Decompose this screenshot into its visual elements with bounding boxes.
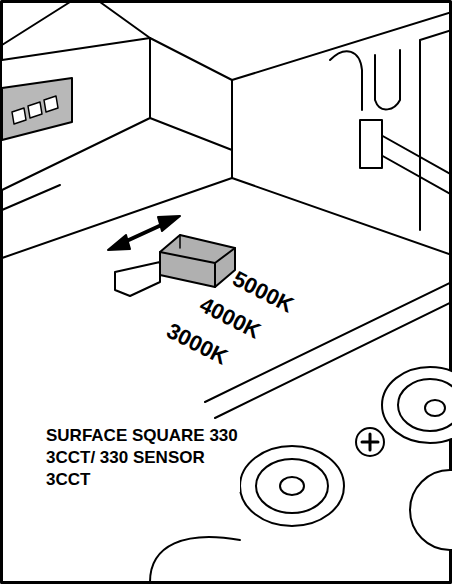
capacitor: [256, 459, 328, 513]
model-label: SURFACE SQUARE 330 3CCT/ 330 SENSOR 3CCT: [44, 424, 240, 492]
component-edge: [150, 537, 240, 582]
double-arrow: [108, 216, 180, 250]
switch-edge: [160, 248, 235, 287]
block-edge: [150, 12, 452, 80]
capacitor: [398, 379, 452, 431]
capacitor: [280, 477, 304, 495]
screw-cross: [362, 434, 378, 450]
capacitor: [382, 367, 452, 443]
unit-edge: [2, 2, 70, 45]
unit-face: [2, 38, 150, 190]
capacitor: [240, 446, 344, 526]
cable: [372, 130, 452, 195]
switch-edge: [179, 235, 181, 248]
display-panel: [2, 78, 72, 140]
switch-slider: [160, 235, 235, 287]
switch-slot: [115, 262, 160, 296]
capacitor: [410, 470, 452, 550]
block-edge: [231, 80, 233, 178]
block-edge: [420, 30, 452, 230]
bracket: [330, 50, 400, 110]
block-edge: [150, 118, 232, 150]
unit-edge: [100, 2, 150, 38]
display-digits: [12, 96, 58, 124]
screw: [356, 428, 384, 456]
capacitor: [425, 400, 445, 416]
unit-edge: [2, 185, 60, 210]
cable-clip: [360, 120, 382, 168]
